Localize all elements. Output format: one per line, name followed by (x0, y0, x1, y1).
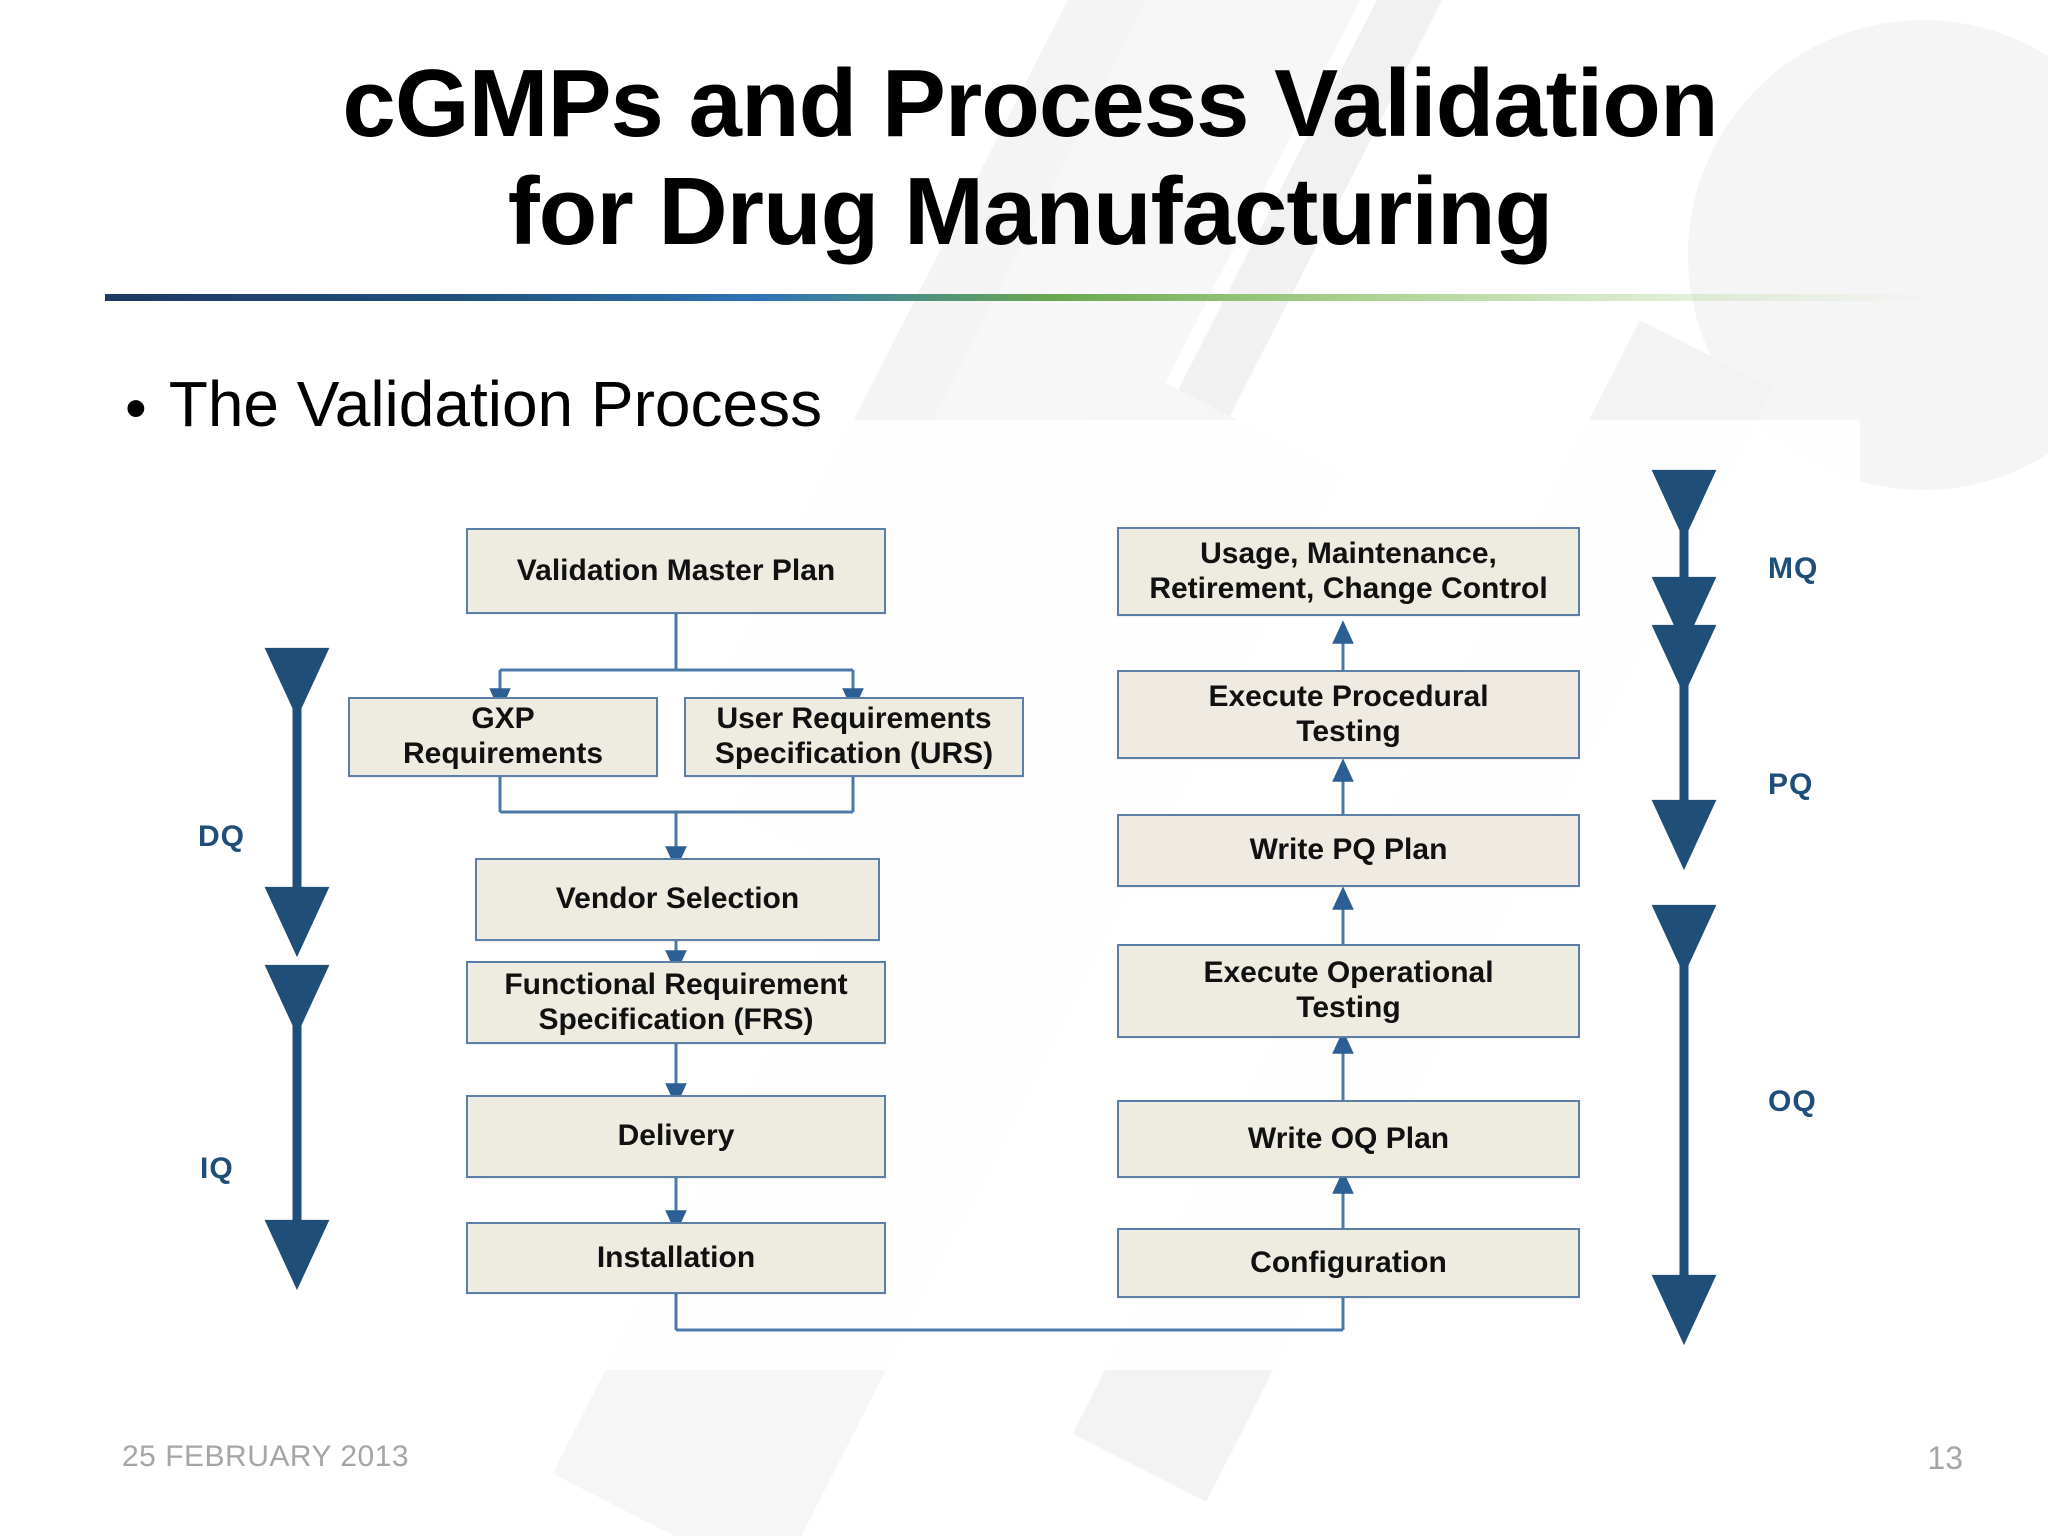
diagram-node-vendor-selection[interactable]: Vendor Selection (475, 858, 880, 941)
phase-label-dq: DQ (198, 820, 245, 853)
phase-label-mq: MQ (1768, 552, 1819, 585)
diagram-node-configuration[interactable]: Configuration (1117, 1228, 1580, 1298)
diagram-node-write-oq-plan[interactable]: Write OQ Plan (1117, 1100, 1580, 1178)
diagram-node-usage-maintenance-label: Usage, Maintenance,Retirement, Change Co… (1149, 536, 1548, 605)
slide-title: cGMPs and Process Validation for Drug Ma… (120, 50, 1940, 265)
slide-title-line-2: for Drug Manufacturing (507, 157, 1554, 265)
slide-title-line-1: cGMPs and Process Validation (342, 50, 1718, 157)
bullet-item-label: The Validation Process (168, 368, 823, 440)
diagram-node-installation[interactable]: Installation (466, 1222, 886, 1294)
diagram-node-delivery[interactable]: Delivery (466, 1095, 886, 1178)
diagram-node-validation-master-plan[interactable]: Validation Master Plan (466, 528, 886, 614)
phase-label-pq: PQ (1768, 768, 1814, 801)
bullet-marker-icon: • (125, 374, 147, 443)
title-underline-rule (105, 294, 1935, 301)
diagram-node-write-pq-plan[interactable]: Write PQ Plan (1117, 814, 1580, 887)
slide-page-number: 13 (1927, 1440, 1963, 1476)
bullet-list-item: • The Validation Process (125, 372, 822, 440)
phase-label-oq: OQ (1768, 1085, 1817, 1118)
phase-label-iq: IQ (200, 1152, 234, 1185)
footer-date: 25 FEBRUARY 2013 (122, 1440, 410, 1473)
diagram-node-usage-maintenance-retirement[interactable]: Usage, Maintenance,Retirement, Change Co… (1117, 527, 1580, 616)
